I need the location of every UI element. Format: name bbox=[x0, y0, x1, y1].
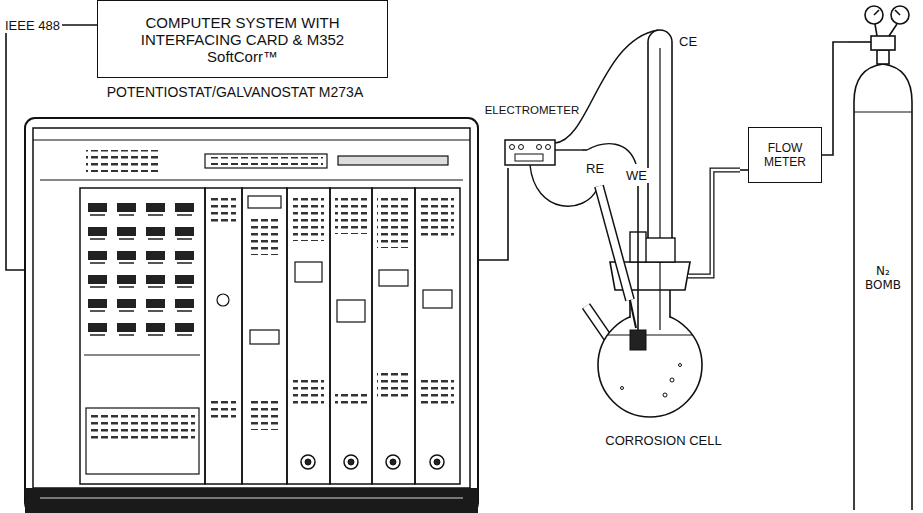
cylinder-label: N₂ BOMB bbox=[861, 264, 905, 292]
label-holder: RE bbox=[584, 161, 606, 176]
gas-cylinder: N₂ BOMB bbox=[848, 2, 918, 510]
bus-label: IEEE 488 bbox=[3, 18, 62, 33]
cylinder-shape bbox=[848, 2, 918, 510]
electrode-label: CE bbox=[677, 34, 699, 49]
instrument-title: ELECTROMETER bbox=[482, 104, 582, 117]
electrometer-unit: ELECTROMETER bbox=[482, 104, 582, 168]
cell-title: CORROSION CELL bbox=[587, 433, 740, 448]
electrode-wires bbox=[530, 30, 658, 206]
electrode-label: RE bbox=[584, 161, 606, 176]
edge-label-holder: IEEE 488 bbox=[3, 18, 62, 33]
flow-meter-box: FLOW METER bbox=[748, 127, 822, 183]
electrometer-drawing bbox=[505, 140, 582, 165]
connector-line bbox=[822, 42, 848, 155]
flask-drawing bbox=[586, 30, 740, 417]
instrument-title: POTENTIOSTAT/GALVANOSTAT M273A bbox=[105, 84, 365, 100]
box-text: COMPUTER SYSTEM WITH INTERFACING CARD & … bbox=[128, 14, 358, 65]
box-text: FLOW METER bbox=[755, 141, 815, 169]
connector-line bbox=[740, 169, 748, 171]
connector-line bbox=[6, 25, 97, 270]
connector-line bbox=[582, 149, 587, 151]
label-holder: WE bbox=[624, 168, 649, 183]
computer-box: COMPUTER SYSTEM WITH INTERFACING CARD & … bbox=[97, 0, 388, 78]
corrosion-cell: CORROSION CELL bbox=[587, 28, 740, 448]
label-holder: CE bbox=[677, 34, 699, 49]
potentiostat-drawing bbox=[25, 118, 478, 513]
potentiostat-unit: POTENTIOSTAT/GALVANOSTAT M273A bbox=[25, 84, 478, 513]
electrode-label: WE bbox=[624, 168, 649, 183]
connector-line bbox=[478, 168, 508, 260]
